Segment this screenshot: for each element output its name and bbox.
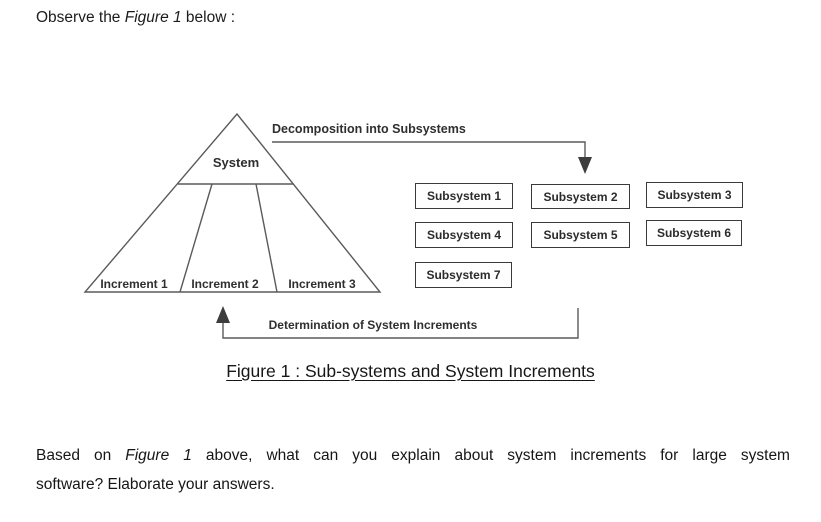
- subsystem-5-box: Subsystem 5: [531, 222, 630, 248]
- intro-prefix: Observe the: [36, 9, 125, 26]
- increment-3-label: Increment 3: [288, 277, 356, 291]
- subsystem-2-box: Subsystem 2: [531, 184, 630, 209]
- question-line-2: software? Elaborate your answers.: [36, 476, 275, 493]
- down-arrowhead-icon: [578, 157, 592, 174]
- intro-text: Observe the Figure 1 below :: [36, 8, 235, 28]
- question-line-1: Based on Figure 1 above, what can you ex…: [36, 441, 790, 470]
- increment-1-label: Increment 1: [100, 277, 168, 291]
- increment-divider-right: [255, 183, 278, 293]
- decomposition-label: Decomposition into Subsystems: [272, 122, 466, 136]
- intro-figure-ref: Figure 1: [124, 9, 182, 26]
- intro-suffix: below :: [181, 9, 236, 26]
- question-prefix: Based on: [36, 447, 126, 464]
- question-line1-suffix: above, what can you explain about system…: [191, 447, 790, 464]
- decomposition-arrow-line: [272, 141, 586, 159]
- subsystem-4-box: Subsystem 4: [415, 222, 513, 248]
- question-figure-ref: Figure 1: [125, 447, 192, 464]
- figure-caption: Figure 1 : Sub-systems and System Increm…: [0, 361, 821, 382]
- increment-2-label: Increment 2: [191, 277, 259, 291]
- determination-label: Determination of System Increments: [268, 318, 478, 332]
- subsystem-6-box: Subsystem 6: [646, 220, 742, 246]
- system-label: System: [212, 155, 260, 170]
- pyramid-triangle: [83, 112, 382, 293]
- subsystem-7-box: Subsystem 7: [415, 262, 512, 288]
- increment-divider-left: [179, 183, 213, 293]
- figure-caption-text: Figure 1 : Sub-systems and System Increm…: [226, 361, 595, 381]
- subsystem-3-box: Subsystem 3: [646, 182, 743, 208]
- up-arrowhead-icon: [216, 306, 230, 323]
- subsystem-1-box: Subsystem 1: [415, 183, 513, 209]
- question-text: Based on Figure 1 above, what can you ex…: [36, 441, 790, 499]
